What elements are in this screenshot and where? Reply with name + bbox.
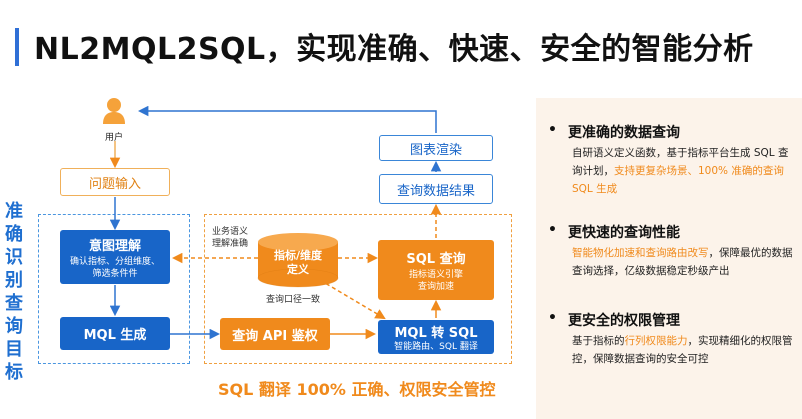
page-title: NL2MQL2SQL，实现准确、快速、安全的智能分析 — [34, 32, 754, 67]
chart-render-box: 图表渲染 — [379, 135, 493, 161]
benefits-panel: 更准确的数据查询 自研语义定义函数，基于指标平台生成 SQL 查询计划，支持更复… — [536, 98, 802, 419]
mql-to-sql-title: MQL 转 SQL — [394, 325, 478, 341]
point-1-title: 更准确的数据查询 — [548, 122, 680, 142]
api-auth-label: 查询 API 鉴权 — [232, 328, 318, 344]
user-label: 用户 — [104, 133, 123, 143]
sql-query-sub-2: 查询加速 — [417, 281, 454, 292]
side-label: 准确识别查询目标 — [5, 201, 23, 383]
semantic-region — [204, 214, 512, 364]
intent-title: 意图理解 — [88, 238, 141, 254]
question-input-label: 问题输入 — [88, 176, 141, 192]
chart-render-label: 图表渲染 — [409, 142, 462, 158]
point-1-desc: 自研语义定义函数，基于指标平台生成 SQL 查询计划，支持更复杂场景、100% … — [572, 147, 789, 195]
intent-sub-2: 筛选条件件 — [92, 268, 138, 279]
mql-generate-box: MQL 生成 — [60, 317, 170, 350]
query-result-label: 查询数据结果 — [396, 183, 475, 199]
title-accent-bar — [15, 28, 19, 66]
metric-dimension-label: 指标/维度 定义 — [273, 249, 323, 276]
mql-generate-label: MQL 生成 — [83, 328, 147, 343]
query-consistency-label: 查询口径一致 — [266, 295, 321, 305]
intent-understanding-box: 意图理解 确认指标、分组维度、 筛选条件件 — [60, 230, 170, 284]
point-2-title: 更快速的查询性能 — [548, 222, 680, 242]
question-input-box: 问题输入 — [60, 168, 170, 196]
point-3-desc: 基于指标的行列权限能力，实现精细化的权限管控，保障数据查询的安全可控 — [572, 335, 793, 365]
point-2-desc: 智能物化加速和查询路由改写，保障最优的数据查询选择，亿级数据稳定秒级产出 — [572, 247, 793, 277]
sql-query-sub-1: 指标语义引擎 — [408, 269, 463, 280]
point-3-title: 更安全的权限管理 — [548, 310, 680, 330]
sql-query-title: SQL 查询 — [406, 251, 466, 267]
bottom-caption: SQL 翻译 100% 正确、权限安全管控 — [218, 380, 496, 399]
intent-region — [38, 214, 190, 364]
intent-sub-1: 确认指标、分组维度、 — [69, 256, 160, 267]
mql-to-sql-box: MQL 转 SQL 智能路由、SQL 翻译 — [378, 320, 494, 354]
mql-to-sql-sub: 智能路由、SQL 翻译 — [394, 341, 478, 352]
user-node: 用户 — [94, 97, 134, 143]
business-semantic-label: 业务语义 理解准确 — [212, 227, 249, 249]
sql-query-box: SQL 查询 指标语义引擎 查询加速 — [378, 240, 494, 300]
metric-dimension-cylinder — [257, 233, 339, 288]
query-result-box: 查询数据结果 — [379, 174, 493, 204]
user-icon — [103, 98, 125, 124]
api-auth-box: 查询 API 鉴权 — [220, 318, 330, 350]
